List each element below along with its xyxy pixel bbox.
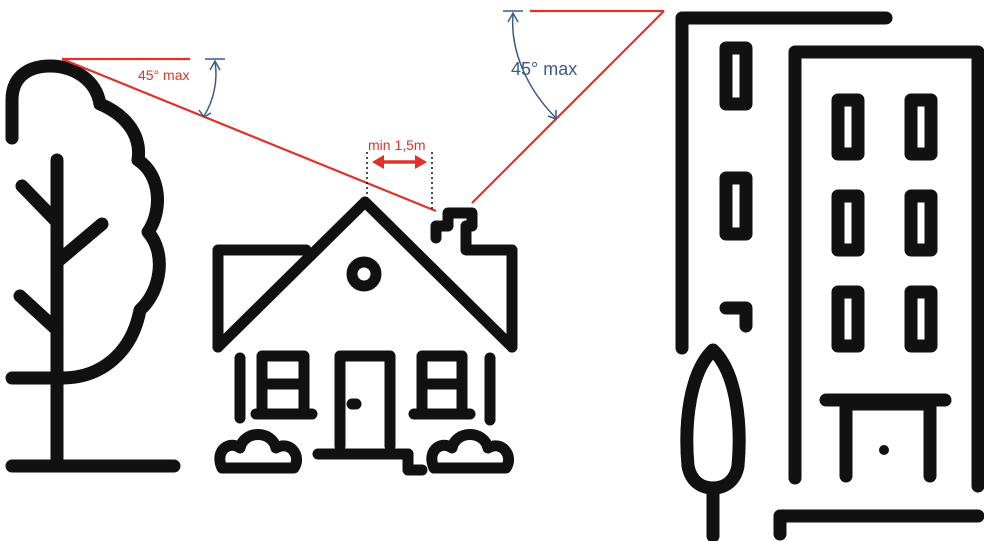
angle-label-right: 45° max: [511, 59, 577, 79]
cypress-tree-icon: [680, 343, 746, 541]
angle-label-left: 45° max: [138, 67, 190, 83]
apartment-building-icon: [675, 11, 984, 541]
sight-line-guides: [61, 9, 665, 213]
tree-icon: [5, 59, 181, 473]
door-knob: [879, 445, 889, 455]
angle-arc-left: [198, 58, 225, 118]
angle-arc-right: [503, 10, 557, 121]
angle-label-right-text: 45° max: [511, 59, 577, 79]
min-distance-marker: [366, 152, 433, 210]
min-distance-label: min 1,5m: [368, 137, 426, 153]
house-icon: [212, 196, 518, 476]
